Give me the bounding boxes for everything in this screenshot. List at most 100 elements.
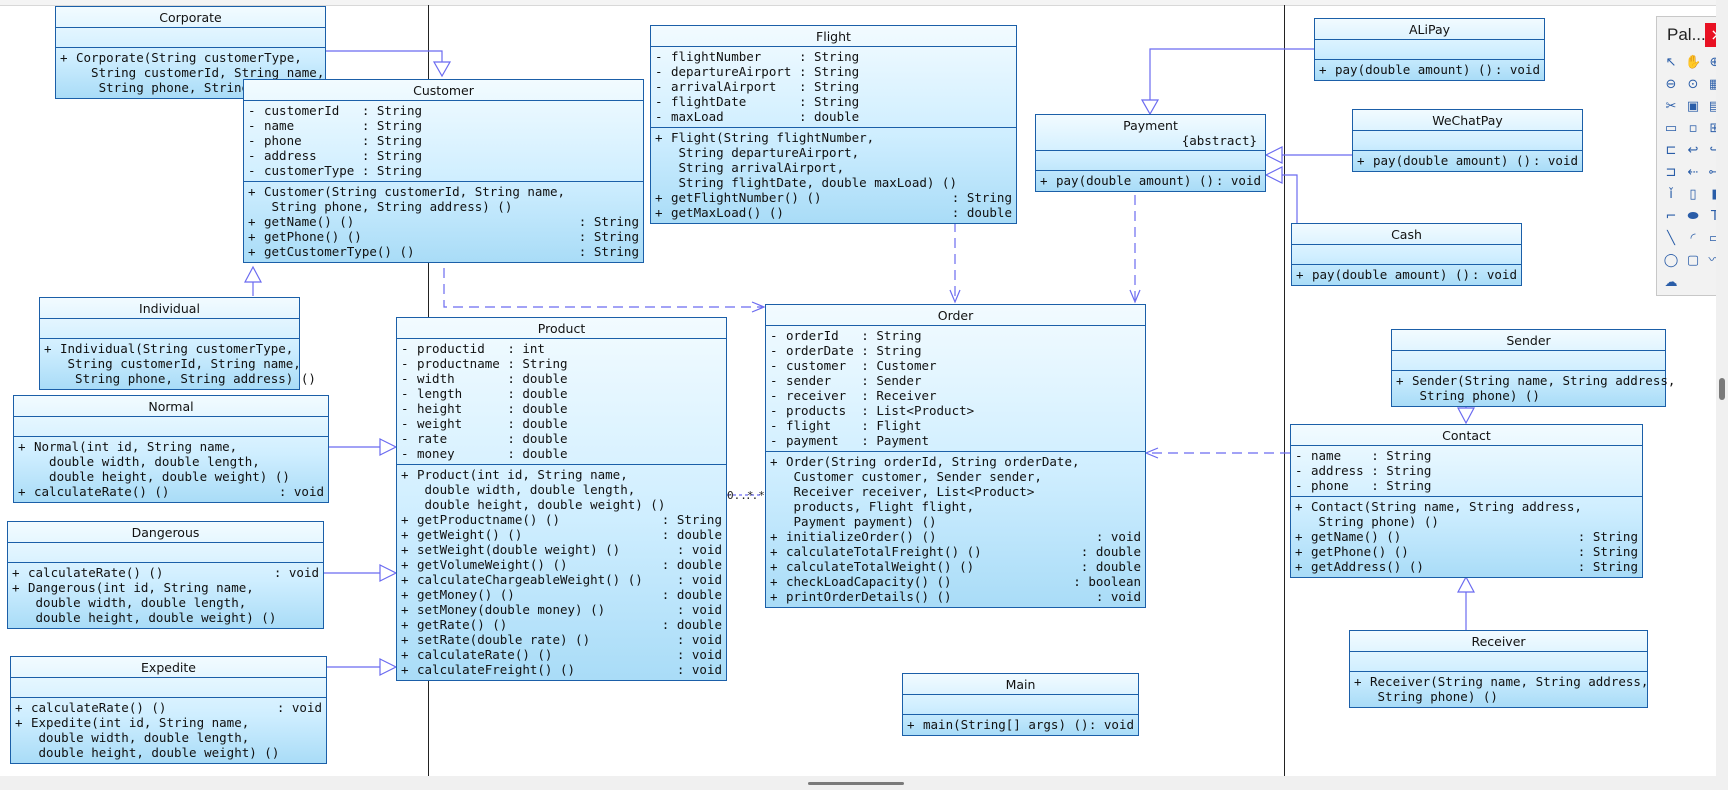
operation-row[interactable]: +calculateChargeableWeight() (): void	[401, 572, 722, 587]
diagram-canvas[interactable]: 0..* ..* Corporate+Corporate(String cust…	[0, 0, 1716, 776]
operation-row[interactable]: +Dangerous(int id, String name, double w…	[12, 580, 319, 625]
package-icon[interactable]: ▣	[1686, 99, 1700, 114]
operation-row[interactable]: +getRate() (): double	[401, 617, 722, 632]
attribute-row[interactable]: -productid : int	[401, 341, 722, 356]
attribute-row[interactable]: -arrivalAirport : String	[655, 79, 1012, 94]
operation-row[interactable]: +setWeight(double weight) (): void	[401, 542, 722, 557]
operation-row[interactable]: +calculateRate() (): void	[18, 484, 324, 499]
class-receiver[interactable]: Receiver+Receiver(String name, String ad…	[1349, 630, 1648, 708]
operation-row[interactable]: +getName() (): String	[1295, 529, 1638, 544]
attribute-row[interactable]: -orderId : String	[770, 328, 1141, 343]
zoom-fit-icon[interactable]: ⊙	[1687, 77, 1699, 92]
attribute-row[interactable]: -receiver : Receiver	[770, 388, 1141, 403]
attribute-row[interactable]: -products : List<Product>	[770, 403, 1141, 418]
class-wechatpay[interactable]: WeChatPay+pay(double amount) (): void	[1352, 109, 1583, 172]
class-main[interactable]: Main+main(String[] args) (): void	[902, 673, 1139, 736]
note-icon[interactable]: ▯	[1689, 187, 1697, 202]
attribute-row[interactable]: -phone : String	[248, 133, 639, 148]
tree-icon[interactable]: ⊞	[1709, 121, 1721, 136]
attribute-row[interactable]: -maxLoad : double	[655, 109, 1012, 124]
class-product[interactable]: Product-productid : int-productname : St…	[396, 317, 727, 681]
text-icon[interactable]: T	[1711, 209, 1719, 224]
horizontal-scrollbar[interactable]	[0, 776, 1728, 790]
class-payment[interactable]: Payment{abstract}+pay(double amount) ():…	[1035, 114, 1266, 192]
class-dangerous[interactable]: Dangerous+calculateRate() (): void+Dange…	[7, 521, 324, 629]
operation-row[interactable]: +calculateTotalFreight() (): double	[770, 544, 1141, 559]
operation-row[interactable]: +pay(double amount) (): void	[1040, 173, 1261, 188]
line-icon[interactable]: ╲	[1667, 231, 1675, 246]
operation-row[interactable]: +setRate(double rate) (): void	[401, 632, 722, 647]
small-square-icon[interactable]: ▫	[1688, 121, 1698, 136]
operation-row[interactable]: +calculateTotalWeight() (): double	[770, 559, 1141, 574]
operation-row[interactable]: +calculateFreight() (): void	[401, 662, 722, 677]
operation-row[interactable]: +Order(String orderId, String orderDate,…	[770, 454, 1141, 529]
attribute-row[interactable]: -length : double	[401, 386, 722, 401]
select-arrow-icon[interactable]: ↖	[1665, 55, 1677, 70]
class-alipay[interactable]: ALiPay+pay(double amount) (): void	[1314, 18, 1545, 81]
operation-row[interactable]: +getMaxLoad() (): double	[655, 205, 1012, 220]
operation-row[interactable]: +Normal(int id, String name, double widt…	[18, 439, 324, 484]
class-flight[interactable]: Flight-flightNumber : String-departureAi…	[650, 25, 1017, 224]
class-contact[interactable]: Contact-name : String-address : String-p…	[1290, 424, 1643, 578]
attribute-row[interactable]: -rate : double	[401, 431, 722, 446]
attribute-row[interactable]: -flightNumber : String	[655, 49, 1012, 64]
ellipse-icon[interactable]: ◯	[1663, 253, 1679, 268]
attribute-row[interactable]: -orderDate : String	[770, 343, 1141, 358]
operation-row[interactable]: +getName() (): String	[248, 214, 639, 229]
vertical-scrollbar[interactable]	[1716, 0, 1728, 776]
operation-row[interactable]: +pay(double amount) (): void	[1357, 153, 1578, 168]
operation-row[interactable]: +Product(int id, String name, double wid…	[401, 467, 722, 512]
generalization-icon[interactable]: ⊏	[1665, 143, 1677, 158]
operation-row[interactable]: +Flight(String flightNumber, String depa…	[655, 130, 1012, 190]
horizontal-scroll-thumb[interactable]	[808, 782, 904, 785]
operation-row[interactable]: +Contact(String name, String address, St…	[1295, 499, 1638, 529]
pin-icon[interactable]: ǐ	[1669, 187, 1673, 202]
class-individual[interactable]: Individual+Individual(String customerTyp…	[39, 297, 316, 390]
zoom-out-icon[interactable]: ⊖	[1665, 77, 1677, 92]
operation-row[interactable]: +Expedite(int id, String name, double wi…	[15, 715, 322, 760]
attribute-row[interactable]: -height : double	[401, 401, 722, 416]
operation-row[interactable]: +printOrderDetails() (): void	[770, 589, 1141, 604]
operation-row[interactable]: +Sender(String name, String address, Str…	[1396, 373, 1675, 403]
attribute-row[interactable]: -address : String	[248, 148, 639, 163]
operation-row[interactable]: +main(String[] args) (): void	[907, 717, 1134, 732]
zoom-in-icon[interactable]: ⊕	[1709, 55, 1721, 70]
attribute-row[interactable]: -productname : String	[401, 356, 722, 371]
operation-row[interactable]: +checkLoadCapacity() (): boolean	[770, 574, 1141, 589]
hand-pan-icon[interactable]: ✋	[1685, 55, 1702, 70]
operation-row[interactable]: +Individual(String customerType, String …	[44, 341, 316, 386]
class-expedite[interactable]: Expedite+calculateRate() (): void+Expedi…	[10, 656, 327, 764]
customer-order-dependency[interactable]	[443, 268, 762, 308]
arc-icon[interactable]: ◜	[1690, 231, 1696, 246]
note-folded-icon[interactable]: ▮	[1711, 187, 1719, 202]
attribute-row[interactable]: -payment : Payment	[770, 433, 1141, 448]
return-arrow-icon[interactable]: ↪	[1709, 143, 1721, 158]
operation-row[interactable]: +getVolumeWeight() (): double	[401, 557, 722, 572]
operation-row[interactable]: +Customer(String customerId, String name…	[248, 184, 639, 214]
attribute-row[interactable]: -address : String	[1295, 463, 1638, 478]
dependency-icon[interactable]: ⇠	[1687, 165, 1699, 180]
operation-row[interactable]: +getPhone() (): String	[248, 229, 639, 244]
attribute-row[interactable]: -customerId : String	[248, 103, 639, 118]
cash-generalization-line[interactable]	[1282, 174, 1298, 223]
operation-row[interactable]: +getCustomerType() (): String	[248, 244, 639, 259]
operation-row[interactable]: +getWeight() (): double	[401, 527, 722, 542]
corporate-generalization-line[interactable]	[326, 50, 443, 68]
attribute-row[interactable]: -flight : Flight	[770, 418, 1141, 433]
operation-row[interactable]: +pay(double amount) (): void	[1296, 267, 1517, 282]
cloud-icon[interactable]: ☁	[1664, 275, 1678, 290]
class-cash[interactable]: Cash+pay(double amount) (): void	[1291, 223, 1522, 286]
scissors-icon[interactable]: ✂	[1665, 99, 1677, 114]
operation-row[interactable]: +Receiver(String name, String address, S…	[1354, 674, 1648, 704]
class-corporate[interactable]: Corporate+Corporate(String customerType,…	[55, 6, 339, 99]
attribute-row[interactable]: -sender : Sender	[770, 373, 1141, 388]
operation-row[interactable]: +calculateRate() (): void	[401, 647, 722, 662]
attribute-row[interactable]: -name : String	[1295, 448, 1638, 463]
attribute-row[interactable]: -customer : Customer	[770, 358, 1141, 373]
operation-row[interactable]: +getFlightNumber() (): String	[655, 190, 1012, 205]
attribute-row[interactable]: -money : double	[401, 446, 722, 461]
attribute-row[interactable]: -customerType : String	[248, 163, 639, 178]
composite-icon[interactable]: ⊐	[1665, 165, 1677, 180]
operation-row[interactable]: +getAddress() (): String	[1295, 559, 1638, 574]
operation-row[interactable]: +pay(double amount) (): void	[1319, 62, 1540, 77]
